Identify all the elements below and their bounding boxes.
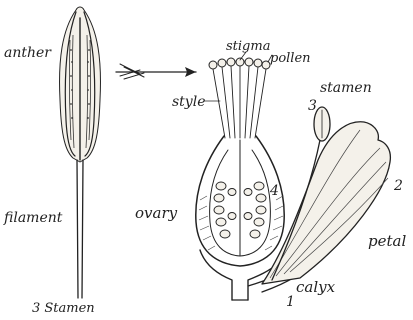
label-style: style — [172, 94, 205, 110]
filament-stalk — [77, 160, 83, 298]
number-4: 4 — [269, 183, 279, 199]
label-filament: filament — [3, 210, 63, 226]
label-pollen: pollen — [270, 51, 311, 66]
label-calyx: calyx — [296, 278, 336, 296]
label-stigma: stigma — [226, 39, 270, 54]
stigma-tips — [209, 58, 270, 69]
label-ovary: ovary — [135, 204, 178, 222]
label-stamen: stamen — [320, 80, 372, 96]
pointer-arrow — [116, 64, 196, 79]
label-petal: petal — [368, 232, 406, 250]
number-1: 1 — [286, 294, 295, 310]
caption-stamen: 3 Stamen — [32, 301, 95, 316]
left-stamen-illustration — [60, 7, 101, 298]
number-2: 2 — [393, 178, 403, 194]
style-strands — [213, 66, 266, 138]
number-3: 3 — [308, 98, 317, 114]
label-anther: anther — [4, 45, 52, 61]
